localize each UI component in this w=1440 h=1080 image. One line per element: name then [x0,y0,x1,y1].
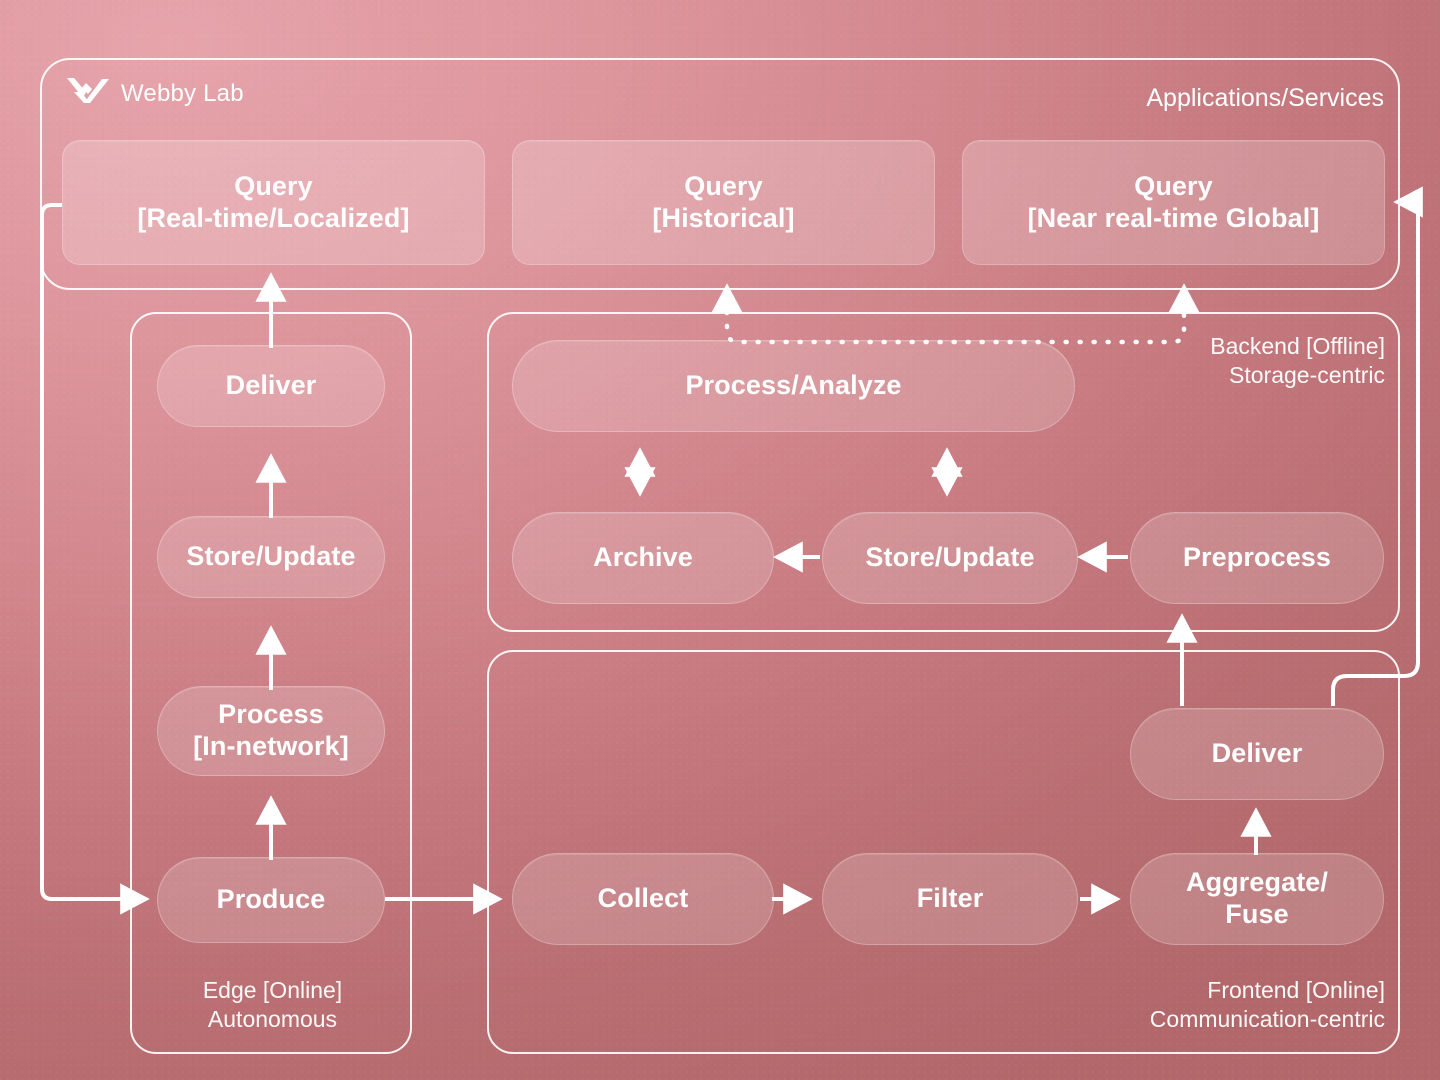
query-subtitle: [Real-time/Localized] [137,202,410,233]
node-label: Store/Update [865,542,1035,573]
applications-services-frame [40,58,1400,290]
node-label: Process [In-network] [193,699,349,761]
backend-node-process-analyze[interactable]: Process/Analyze [512,340,1075,432]
edge-node-deliver[interactable]: Deliver [157,345,385,427]
node-label: Deliver [225,370,317,401]
node-label: Store/Update [186,541,356,572]
webby-lab-w-logo [66,76,110,111]
edge-zone-frame [130,312,412,1054]
query-subtitle: [Historical] [652,202,795,233]
query-title: Query [234,170,313,201]
frontend-node-filter[interactable]: Filter [822,853,1078,945]
edge-zone-caption: Edge [Online] Autonomous [202,977,343,1033]
query-subtitle: [Near real-time Global] [1027,202,1320,233]
query-box-historical[interactable]: Query [Historical] [512,140,935,265]
frontend-zone-caption: Frontend [Online] Communication-centric [1149,977,1385,1033]
applications-services-label: Applications/Services [1146,84,1384,112]
query-box-real-time-localized[interactable]: Query [Real-time/Localized] [62,140,485,265]
brand-name: Webby Lab [121,79,244,107]
node-label: Produce [216,884,326,915]
node-label: Archive [593,542,693,573]
edge-node-store-update[interactable]: Store/Update [157,516,385,598]
query-title: Query [684,170,763,201]
edge-node-process-in-network[interactable]: Process [In-network] [157,686,385,776]
node-label: Preprocess [1182,542,1332,573]
frontend-node-aggregate-fuse[interactable]: Aggregate/ Fuse [1130,853,1384,945]
backend-zone-frame [487,312,1400,632]
backend-zone-caption: Backend [Offline] Storage-centric [1210,333,1385,389]
node-label: Aggregate/ Fuse [1185,867,1329,929]
node-label: Process/Analyze [685,370,902,401]
brand-logo-group: Webby Lab [66,76,244,111]
query-title: Query [1134,170,1213,201]
backend-node-archive[interactable]: Archive [512,512,774,604]
node-label: Deliver [1211,738,1303,769]
webby-lab-w-logo-svg [67,78,109,103]
edge-node-produce[interactable]: Produce [157,857,385,943]
frontend-node-collect[interactable]: Collect [512,853,774,945]
node-label: Collect [597,883,689,914]
query-box-near-real-time-global[interactable]: Query [Near real-time Global] [962,140,1385,265]
frontend-node-deliver[interactable]: Deliver [1130,708,1384,800]
backend-node-preprocess[interactable]: Preprocess [1130,512,1384,604]
node-label: Filter [916,883,984,914]
frontend-zone-frame [487,650,1400,1054]
backend-node-store-update[interactable]: Store/Update [822,512,1078,604]
